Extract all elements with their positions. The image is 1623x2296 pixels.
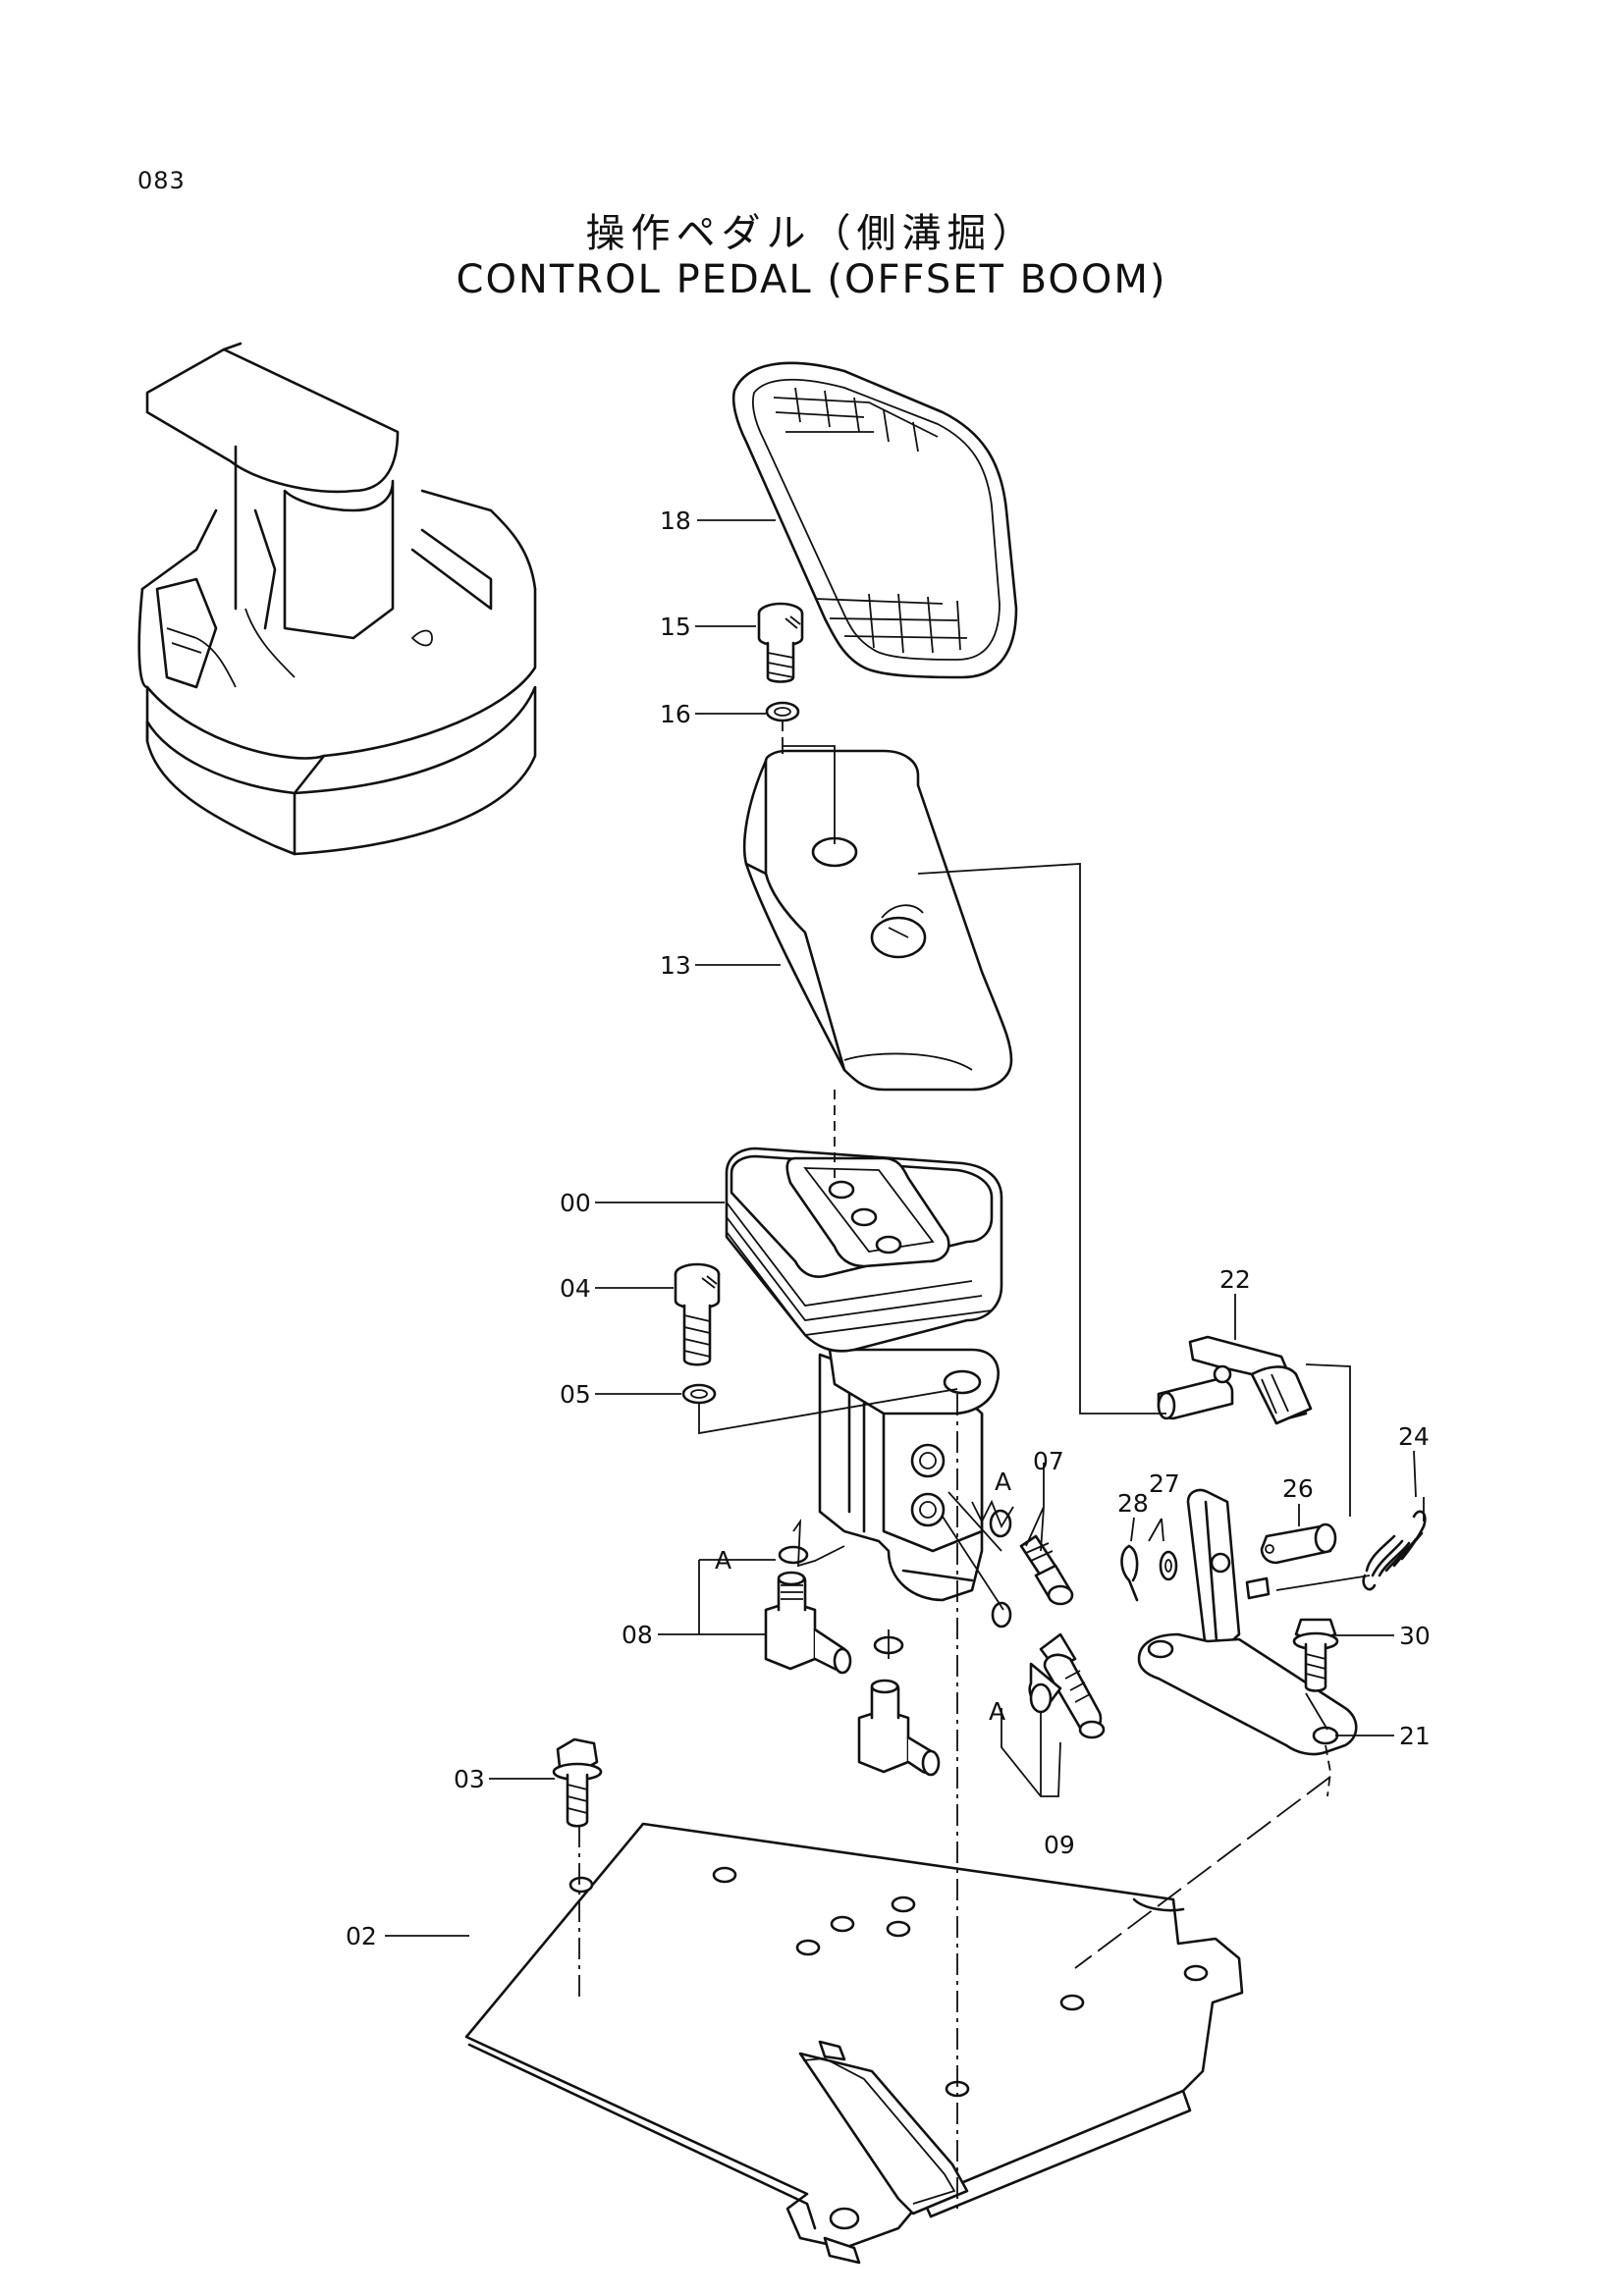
part-21-switch-plate xyxy=(1137,1488,1358,1756)
part-16-lock-washer xyxy=(765,701,800,722)
cab-overview-illustration xyxy=(137,342,537,856)
part-08-elbow-fitting xyxy=(764,1545,941,1777)
callout-24: 24 xyxy=(1398,1422,1430,1451)
callout-26: 26 xyxy=(1282,1474,1314,1503)
callout-labels: 18 15 16 13 00 04 05 22 24 07 A 28 27 26… xyxy=(346,507,1431,1950)
callout-03: 03 xyxy=(454,1765,485,1793)
callout-05: 05 xyxy=(560,1380,591,1409)
callout-09: 09 xyxy=(1044,1831,1075,1859)
callout-13: 13 xyxy=(660,951,691,980)
callout-30: 30 xyxy=(1399,1622,1431,1650)
assembly-leader-lines xyxy=(578,721,1425,2214)
page-title-english: CONTROL PEDAL (OFFSET BOOM) xyxy=(456,257,1167,302)
callout-00: 00 xyxy=(560,1189,591,1217)
callout-08-ref-a: A xyxy=(715,1546,731,1575)
part-02-base-plate xyxy=(464,1822,1244,2265)
part-09-tee-fitting xyxy=(991,1601,1106,1739)
part-22-switch-bracket xyxy=(1157,1335,1313,1425)
part-03-flange-bolt xyxy=(552,1737,603,1828)
callout-21: 21 xyxy=(1399,1722,1431,1750)
callout-28: 28 xyxy=(1117,1489,1149,1518)
callout-16: 16 xyxy=(660,700,691,728)
part-30-flange-bolt xyxy=(1292,1618,1339,1692)
page-number: 083 xyxy=(137,167,186,194)
callout-15: 15 xyxy=(660,613,691,641)
part-15-cap-screw xyxy=(757,602,804,683)
part-28-cotter-pin xyxy=(1120,1544,1139,1602)
callout-02: 02 xyxy=(346,1922,377,1950)
part-27-washer xyxy=(1159,1550,1178,1581)
part-26-pin xyxy=(1260,1522,1337,1565)
callout-27: 27 xyxy=(1149,1469,1180,1498)
page-title-japanese: 操作ペダル（側溝掘） xyxy=(585,211,1038,256)
callout-04: 04 xyxy=(560,1274,591,1303)
callout-09-ref-a: A xyxy=(989,1697,1005,1726)
callout-18: 18 xyxy=(660,507,691,535)
part-18-pedal-pad xyxy=(731,361,1018,679)
part-05-lock-washer xyxy=(681,1383,717,1405)
callout-22: 22 xyxy=(1219,1265,1251,1294)
part-13-pedal-arm xyxy=(742,749,1013,1092)
part-00-pilot-valve xyxy=(725,1147,1003,1602)
part-04-cap-screw xyxy=(674,1262,721,1366)
callout-07: 07 xyxy=(1033,1447,1064,1475)
callout-08: 08 xyxy=(622,1621,653,1649)
callout-leaders xyxy=(385,519,1417,1937)
part-24-spring xyxy=(1362,1510,1427,1591)
callout-07-ref-a: A xyxy=(995,1468,1011,1496)
